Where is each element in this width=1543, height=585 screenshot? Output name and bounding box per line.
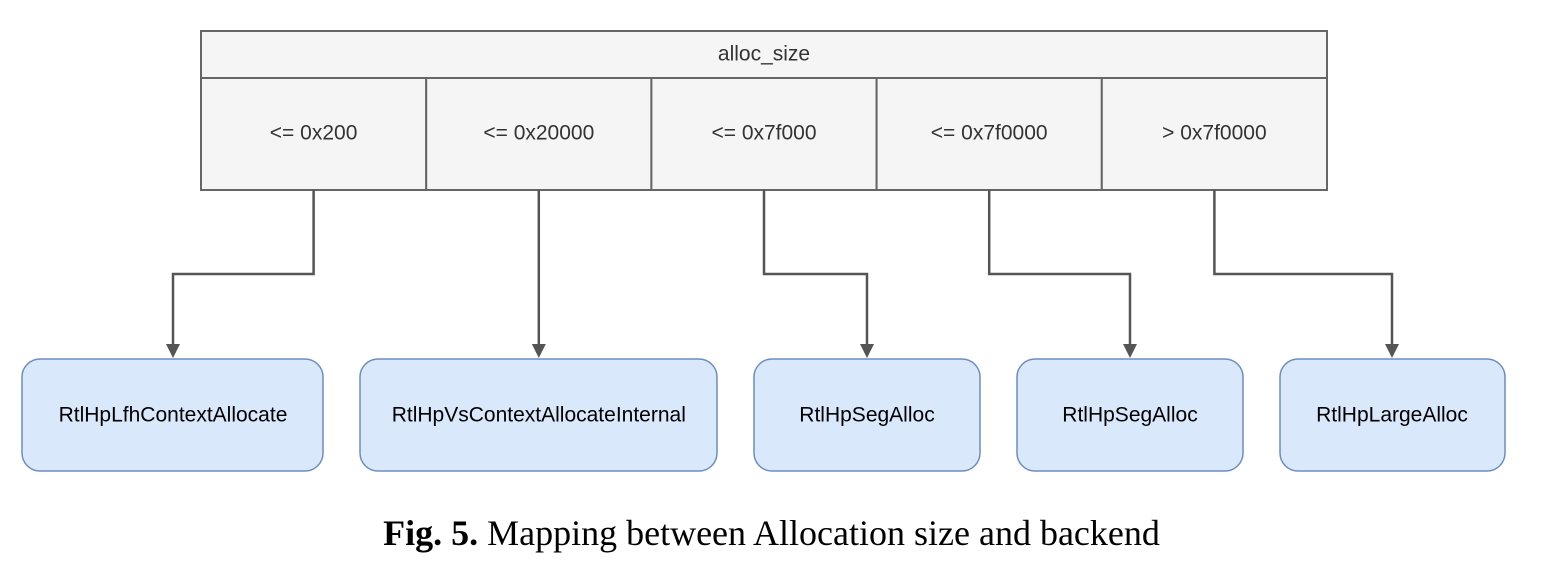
condition-cell <box>1100 77 1329 191</box>
backend-box <box>753 358 981 472</box>
figure-caption-label: Fig. 5. <box>383 513 479 553</box>
backend-label: RtlHpLargeAlloc <box>1316 404 1468 427</box>
backend-label: RtlHpSegAlloc <box>799 404 934 427</box>
condition-label: <= 0x7f0000 <box>931 122 1048 145</box>
condition-cell <box>875 77 1103 191</box>
alloc-size-header-label: alloc_size <box>718 43 810 66</box>
condition-cell <box>650 77 878 191</box>
connector-edge <box>171 190 315 347</box>
arrow-head <box>1385 344 1399 358</box>
backend-box <box>359 358 718 472</box>
condition-cell <box>200 77 428 191</box>
condition-label: <= 0x200 <box>270 122 358 145</box>
condition-cell <box>425 77 653 191</box>
arrow-head <box>860 344 874 358</box>
backend-box <box>1279 358 1506 472</box>
alloc-size-header-cell <box>200 30 1328 79</box>
figure-caption-text: Mapping between Allocation size and back… <box>487 513 1160 553</box>
arrow-head <box>531 344 546 358</box>
backend-label: RtlHpSegAlloc <box>1062 404 1197 427</box>
connector-edge <box>762 190 869 347</box>
connector-edge <box>987 190 1132 347</box>
backend-box <box>1016 358 1244 472</box>
figure-caption: Fig. 5. Mapping between Allocation size … <box>0 512 1543 554</box>
condition-label: <= 0x7f000 <box>711 122 816 145</box>
condition-row: <= 0x200 <= 0x20000 <= 0x7f000 <= 0x7f00… <box>200 77 1329 191</box>
backend-boxes: RtlHpLfhContextAllocate RtlHpVsContextAl… <box>21 358 1506 472</box>
connectors <box>166 190 1399 358</box>
backend-label: RtlHpLfhContextAllocate <box>59 404 288 427</box>
connector-edge <box>1213 190 1394 347</box>
condition-label: <= 0x20000 <box>483 122 594 145</box>
arrow-head <box>166 344 180 358</box>
backend-label: RtlHpVsContextAllocateInternal <box>392 404 686 427</box>
condition-label: > 0x7f0000 <box>1162 122 1267 145</box>
arrow-head <box>1123 344 1137 358</box>
backend-box <box>21 358 324 472</box>
